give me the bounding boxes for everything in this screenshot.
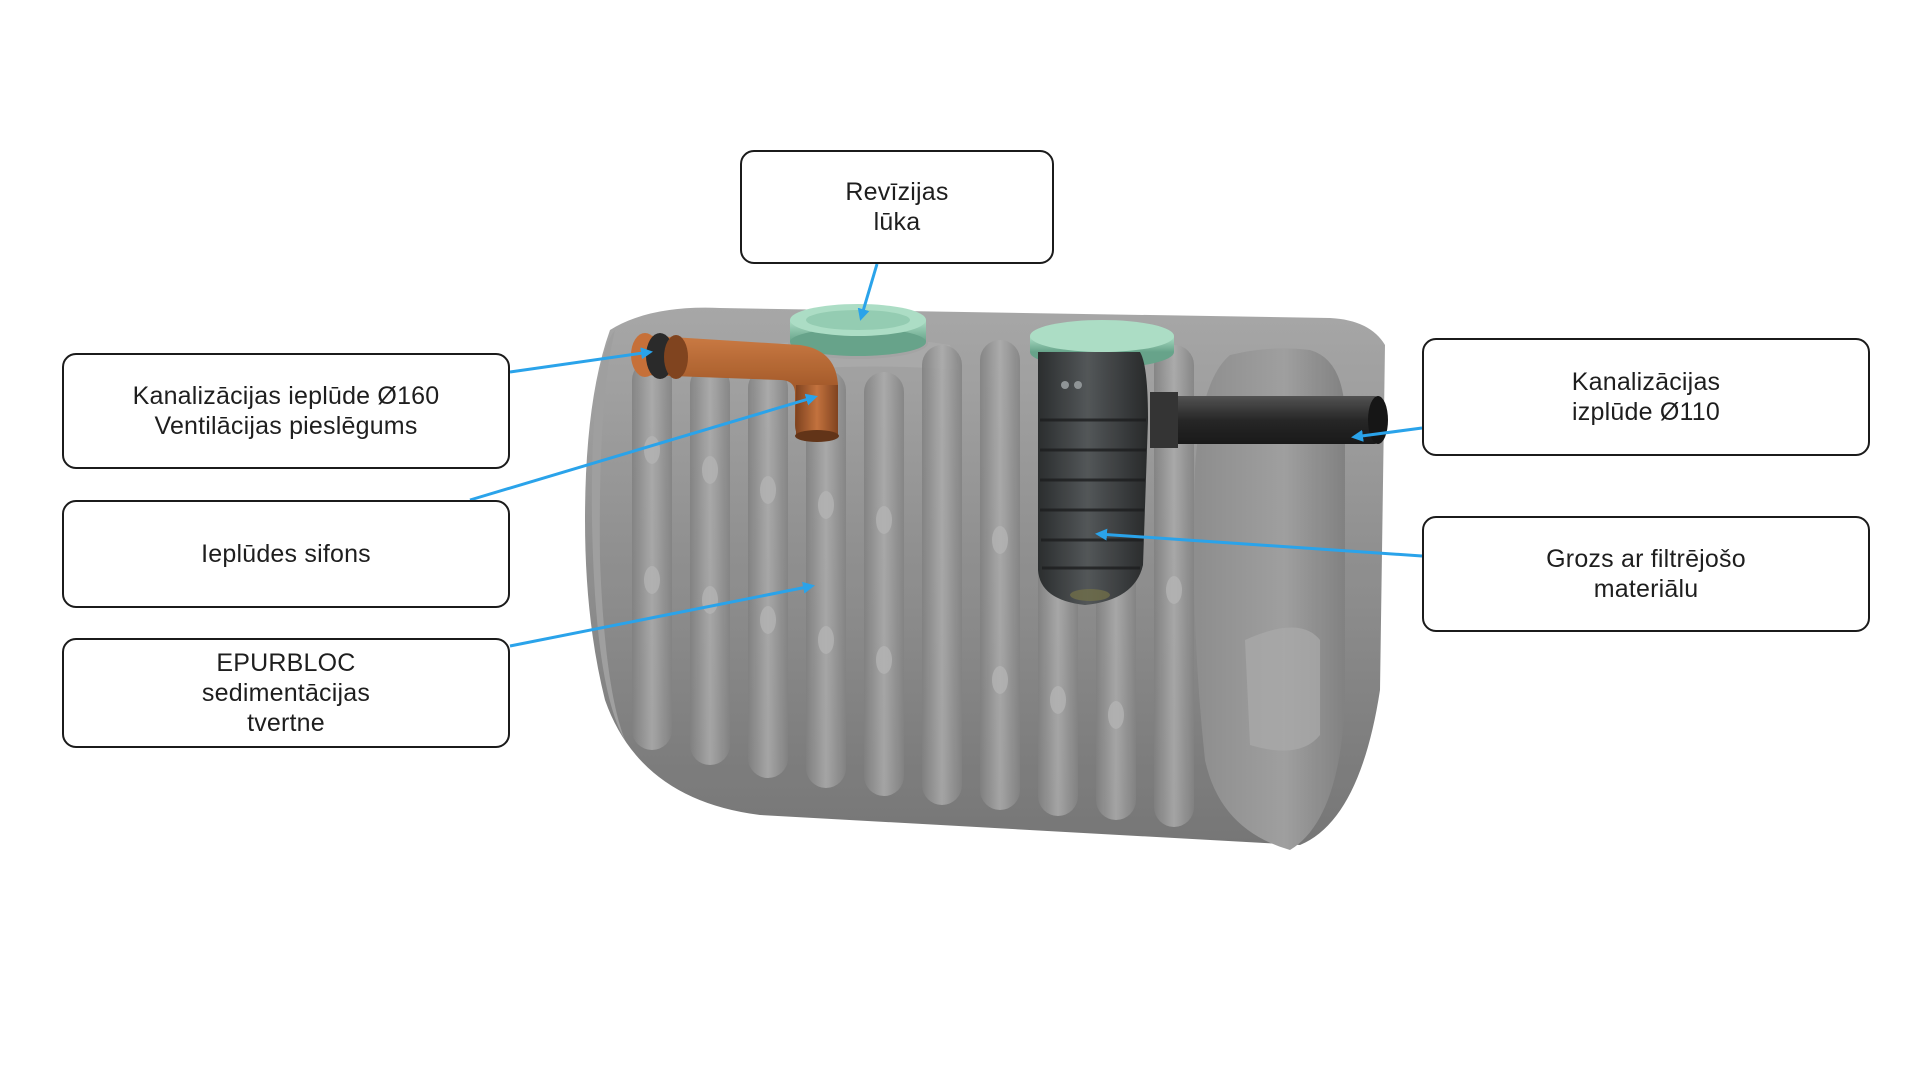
arrow-revision-hatch [857,263,879,321]
callout-siphon: Ieplūdes sifons [62,500,510,608]
arrow-outlet [1351,426,1423,442]
tank-end-recess [1245,627,1320,751]
arrow-inlet [509,347,653,374]
callout-revision-hatch: Revīzijas lūka [740,150,1054,264]
callout-revision-hatch-line-1: Revīzijas [845,178,949,206]
septic-tank-illustration [585,304,1388,850]
callout-outlet-line-1: Kanalizācijas [1571,368,1721,396]
filter-basket [1030,320,1174,605]
callout-inlet-line-1: Kanalizācijas ieplūde Ø160 [132,382,440,410]
tank-ribs [632,338,1194,827]
callout-tank: EPURBLOC sedimentācijas tvertne [62,638,510,748]
callout-outlet: Kanalizācijas izplūde Ø110 [1422,338,1870,456]
callout-tank-line-3: tvertne [247,709,325,737]
tank-rib-knobs [644,436,1182,729]
callout-filter-basket-line-1: Grozs ar filtrējošo [1546,545,1746,573]
callout-tank-line-1: EPURBLOC [216,649,356,677]
callout-siphon-line-1: Ieplūdes sifons [201,540,371,568]
callout-filter-basket-line-2: materiālu [1593,575,1699,603]
callout-inlet-line-2: Ventilācijas pieslēgums [154,412,418,440]
callout-revision-hatch-line-2: lūka [873,208,921,236]
tank-left-end [591,330,625,740]
arrow-tank [509,581,815,648]
outlet-pipe [1150,392,1388,448]
arrow-filter-basket [1095,528,1423,558]
callout-inlet: Kanalizācijas ieplūde Ø160 Ventilācijas … [62,353,510,469]
callout-filter-basket: Grozs ar filtrējošo materiālu [1422,516,1870,632]
callout-tank-line-2: sedimentācijas [201,679,371,707]
arrow-siphon [469,393,818,502]
annotation-arrows [469,263,1423,648]
inlet-elbow-pipe [631,333,839,442]
callout-outlet-line-2: izplūde Ø110 [1572,398,1720,426]
